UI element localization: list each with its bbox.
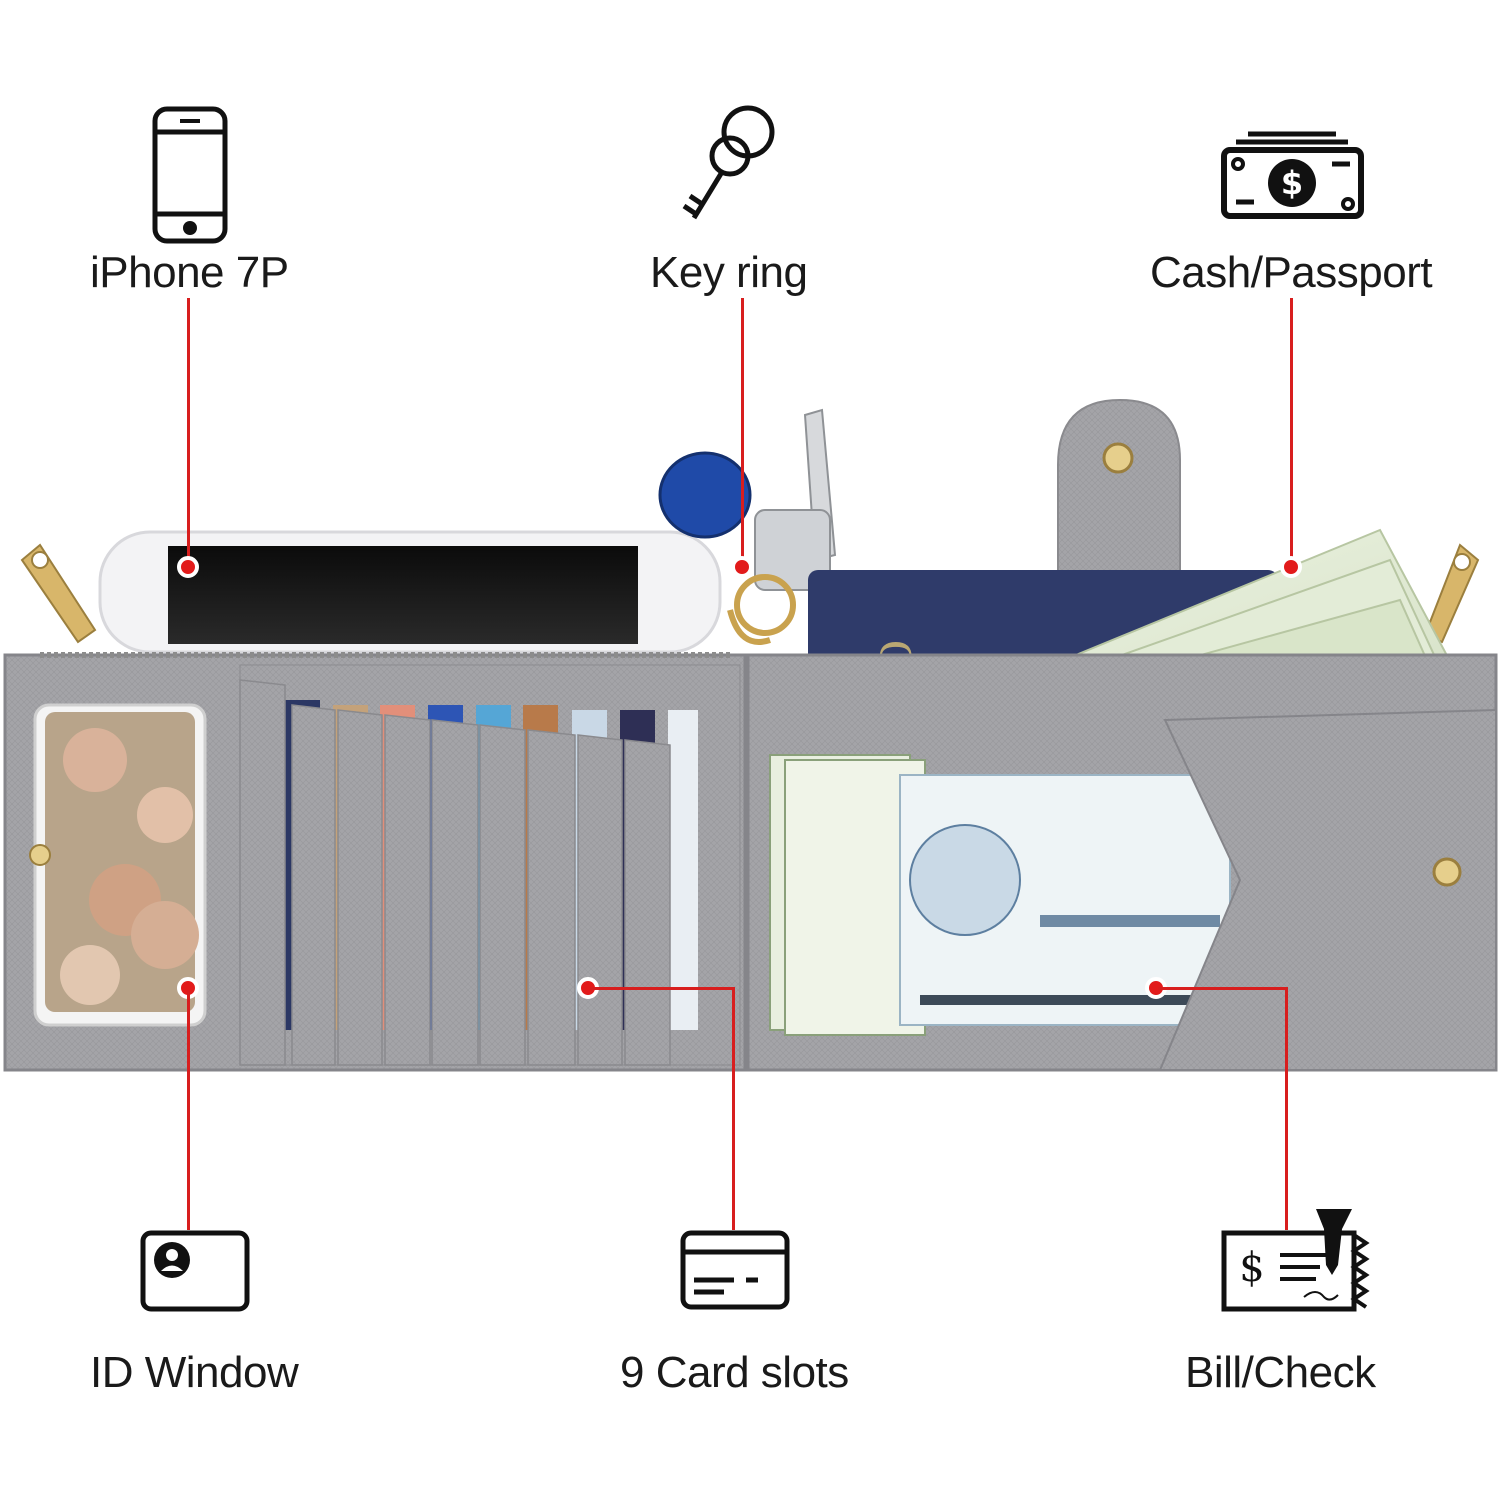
check-pen-icon: $ bbox=[1221, 1209, 1370, 1312]
iphone-in-wallet bbox=[98, 530, 722, 654]
cash-icon: $ bbox=[1221, 131, 1364, 219]
bill-check-label: Bill/Check bbox=[1185, 1348, 1376, 1397]
cash-passport-marker-dot bbox=[1280, 556, 1302, 578]
snap-flap bbox=[1057, 398, 1181, 581]
keys bbox=[658, 408, 837, 645]
smartphone-icon bbox=[152, 106, 228, 244]
card-slots-leader-v bbox=[732, 987, 735, 1230]
svg-text:$: $ bbox=[1281, 164, 1303, 202]
iphone-label: iPhone 7P bbox=[90, 248, 289, 297]
card-slots bbox=[239, 664, 741, 1066]
cash-passport-label: Cash/Passport bbox=[1150, 248, 1433, 297]
key-ring-label: Key ring bbox=[650, 248, 808, 297]
bill-check-leader-h bbox=[1158, 987, 1288, 990]
id-window bbox=[29, 703, 207, 1027]
card-slots-label: 9 Card slots bbox=[620, 1348, 849, 1397]
id-window-leader-line bbox=[187, 990, 190, 1230]
key-ring-marker-dot bbox=[731, 556, 753, 578]
svg-text:$: $ bbox=[1239, 1245, 1264, 1291]
card-slots-leader-h bbox=[590, 987, 735, 990]
diagonal-pocket bbox=[1158, 708, 1497, 1071]
check-and-bills bbox=[769, 754, 1231, 1036]
bill-check-leader-v bbox=[1285, 987, 1288, 1230]
iphone-leader-line bbox=[187, 298, 190, 568]
cash-passport-leader-line bbox=[1290, 298, 1293, 568]
key-ring-leader-line bbox=[741, 298, 744, 568]
id-window-label: ID Window bbox=[90, 1348, 299, 1397]
left-zipper-pull bbox=[20, 543, 97, 644]
id-card-icon bbox=[140, 1230, 250, 1312]
key-icon bbox=[682, 105, 775, 220]
iphone-marker-dot bbox=[177, 556, 199, 578]
credit-card-icon bbox=[680, 1230, 790, 1310]
